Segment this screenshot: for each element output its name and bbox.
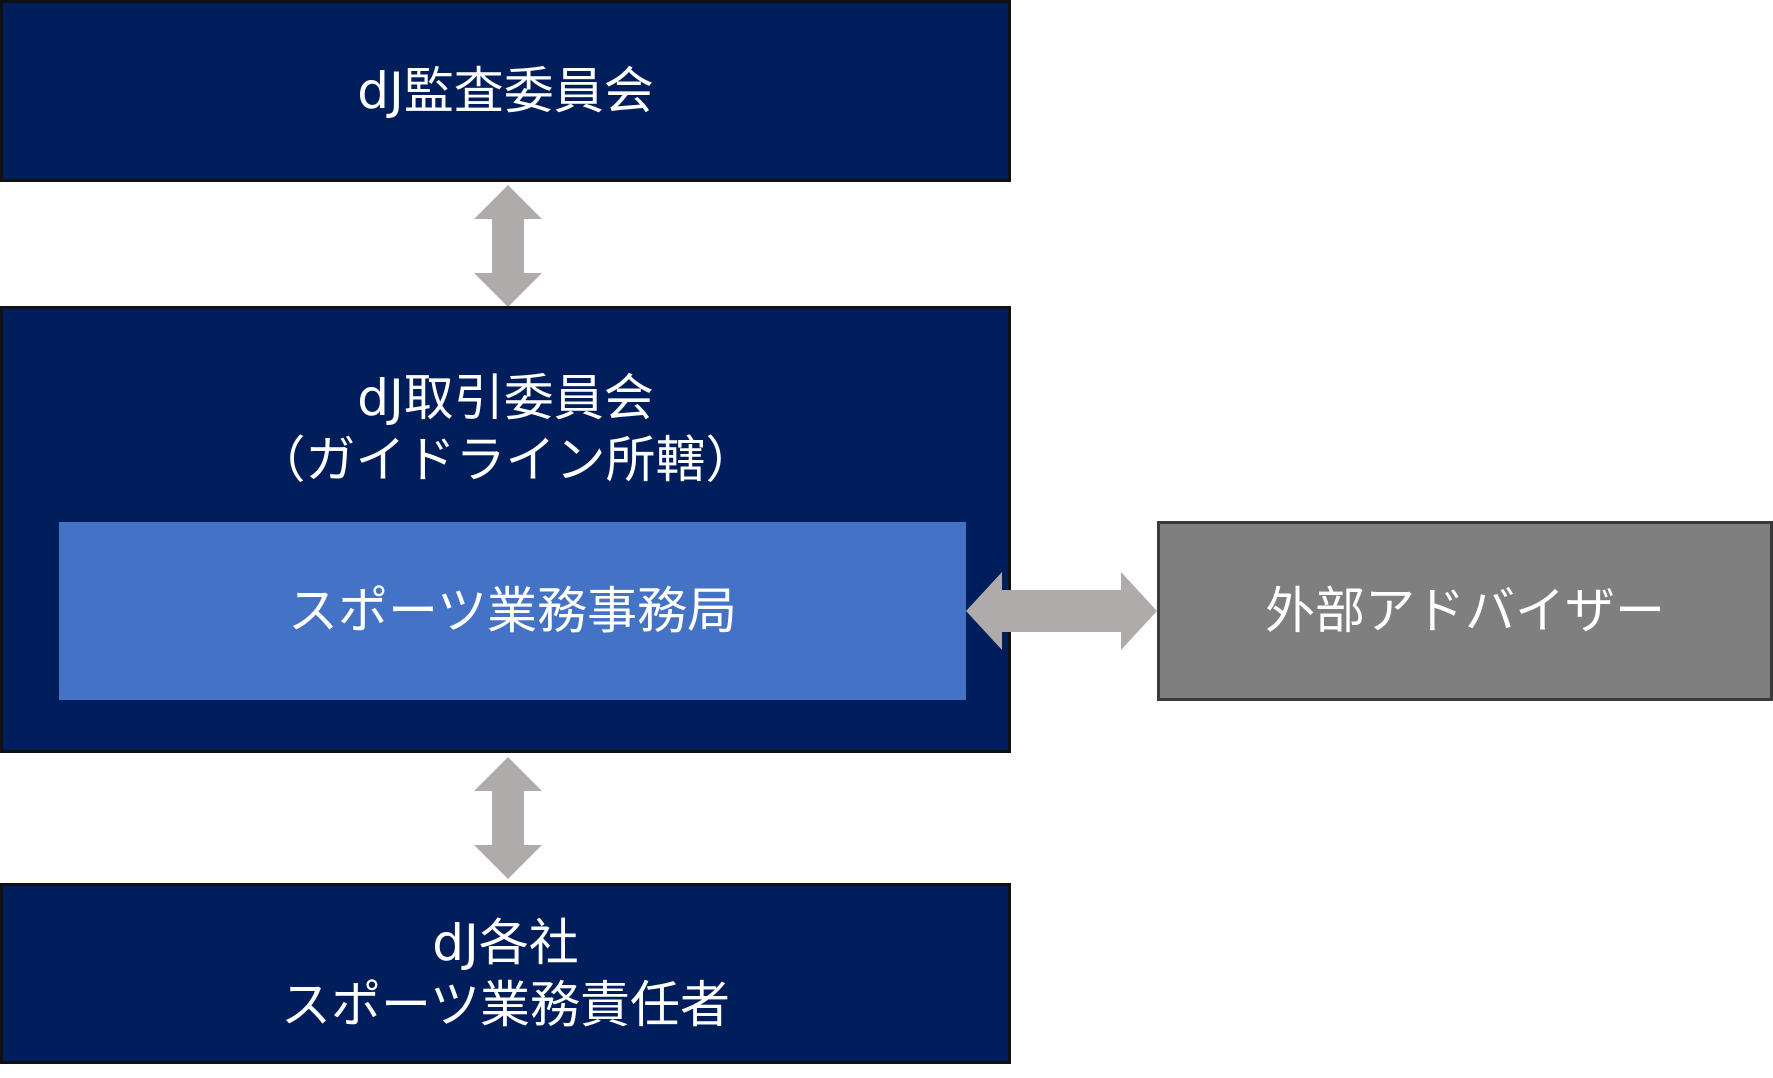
trading-committee-title: dJ取引委員会 （ガイドライン所轄） bbox=[256, 367, 756, 491]
audit-committee-label: dJ監査委員会 bbox=[357, 62, 654, 120]
external-advisor-box: 外部アドバイザー bbox=[1157, 521, 1773, 701]
external-advisor-label: 外部アドバイザー bbox=[1265, 582, 1665, 640]
sports-office-label: スポーツ業務事務局 bbox=[288, 582, 737, 640]
office-advisor-double-arrow bbox=[966, 572, 1157, 650]
companies-box: dJ各社 スポーツ業務責任者 bbox=[0, 883, 1011, 1064]
trading-committee-label: dJ取引委員会 bbox=[357, 369, 654, 427]
audit-trading-double-arrow bbox=[474, 185, 542, 307]
guideline-jurisdiction-label: （ガイドライン所轄） bbox=[255, 431, 756, 489]
companies-label: dJ各社 bbox=[432, 913, 579, 972]
audit-committee-box: dJ監査委員会 bbox=[0, 0, 1011, 182]
trading-companies-double-arrow bbox=[474, 757, 542, 879]
sports-office-box: スポーツ業務事務局 bbox=[59, 522, 966, 700]
sports-manager-label: スポーツ業務責任者 bbox=[281, 975, 730, 1034]
